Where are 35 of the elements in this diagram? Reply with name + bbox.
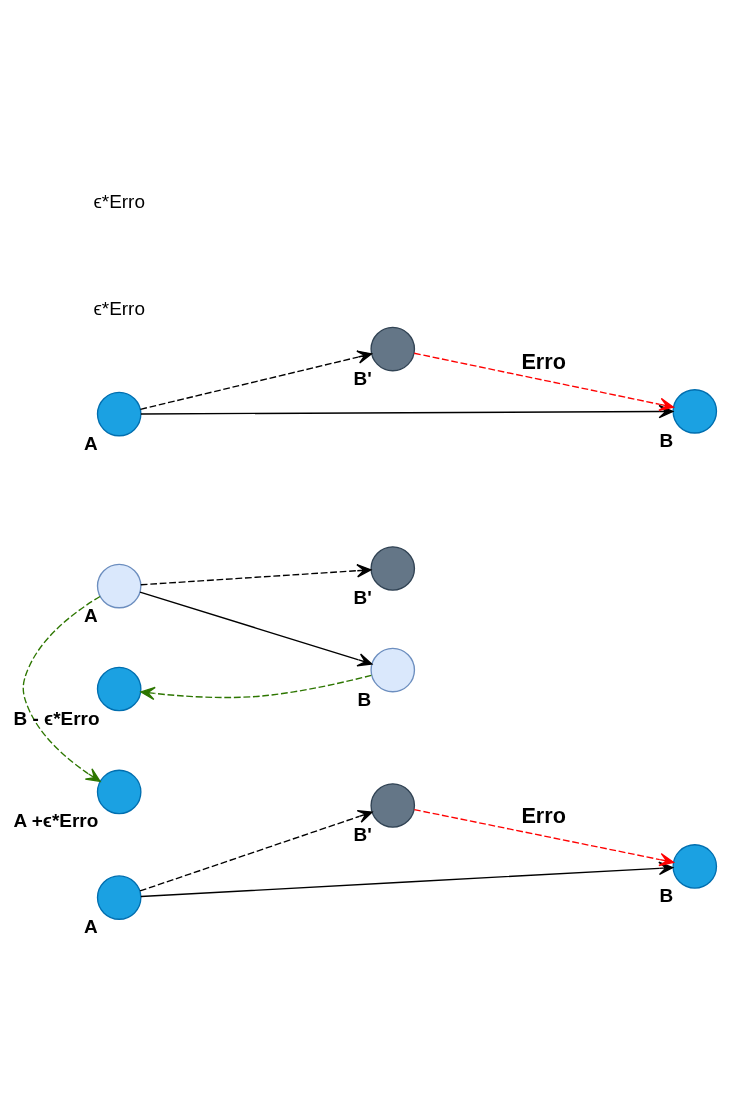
label: ϵ*Erro — [93, 190, 145, 212]
node-circle — [370, 546, 416, 591]
arrow — [413, 352, 675, 412]
node-circle — [96, 875, 142, 920]
node-circle — [96, 391, 142, 437]
arrow — [140, 563, 372, 586]
node-circle — [672, 389, 718, 434]
arrow — [139, 591, 373, 667]
node-circle — [370, 783, 416, 828]
node-label: B' — [353, 586, 372, 608]
node-label: B' — [353, 823, 372, 845]
node-circle — [96, 666, 142, 712]
node-circle — [672, 844, 718, 889]
node-label: B — [659, 429, 674, 451]
arrow — [139, 809, 373, 892]
arrow — [139, 350, 373, 410]
node-label: A — [83, 604, 98, 626]
node-label: A — [83, 432, 98, 454]
node-circle — [370, 647, 416, 693]
arrow — [140, 674, 372, 701]
node-circle — [370, 326, 416, 372]
arrow — [140, 861, 674, 898]
node-label: B — [357, 688, 372, 710]
node-label: B' — [353, 367, 372, 389]
node-circle — [96, 563, 142, 609]
edge-label: Erro — [521, 349, 566, 375]
node-circle — [96, 769, 142, 815]
node-label: A +ϵ*Erro — [13, 810, 99, 832]
edge-label: Erro — [521, 802, 566, 828]
label: ϵ*Erro — [93, 297, 145, 319]
node-label: B - ϵ*Erro — [13, 707, 100, 729]
arrow — [413, 808, 675, 867]
node-label: B — [659, 884, 674, 906]
node-label: A — [83, 916, 98, 938]
arrow — [22, 595, 101, 782]
